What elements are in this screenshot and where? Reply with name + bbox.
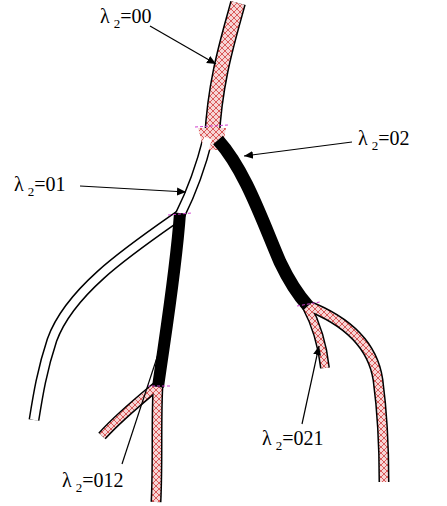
hatched-segment bbox=[212, 3, 238, 138]
black-segment bbox=[218, 140, 308, 306]
symbol: λ bbox=[14, 173, 24, 195]
callout-label: λ2=021 bbox=[262, 426, 323, 450]
value: =01 bbox=[34, 173, 65, 195]
callout-label: λ2=012 bbox=[62, 468, 123, 492]
subscript: 2 bbox=[28, 184, 35, 199]
subscript: 2 bbox=[276, 438, 283, 453]
callout-label: λ2=02 bbox=[358, 126, 409, 150]
subscript: 2 bbox=[372, 138, 379, 153]
boundary-mark bbox=[195, 125, 228, 127]
boundary-mark bbox=[297, 302, 320, 306]
symbol: λ bbox=[358, 127, 368, 149]
callout-label: λ2=00 bbox=[100, 4, 151, 28]
callout-label: λ2=01 bbox=[14, 172, 65, 196]
leader-arrow bbox=[80, 186, 186, 192]
vessel-outline bbox=[212, 3, 238, 138]
symbol: λ bbox=[262, 427, 272, 449]
vessel-outline bbox=[102, 385, 158, 436]
leader-arrow bbox=[122, 324, 168, 464]
black-segment bbox=[158, 213, 180, 387]
hatched-segment bbox=[306, 305, 384, 482]
leader-arrow bbox=[150, 26, 216, 64]
symbol: λ bbox=[62, 469, 72, 491]
subscript: 2 bbox=[76, 480, 83, 495]
hatched-segment bbox=[102, 385, 158, 436]
vessel-outline bbox=[306, 305, 384, 482]
value: =021 bbox=[282, 427, 323, 449]
boundary-mark bbox=[147, 386, 170, 387]
subscript: 2 bbox=[114, 16, 121, 31]
symbol: λ bbox=[100, 5, 110, 27]
boundary-mark bbox=[168, 213, 192, 215]
leader-arrow bbox=[302, 346, 319, 424]
white-segment bbox=[180, 138, 208, 215]
vessel-outline bbox=[180, 138, 208, 215]
leader-arrow bbox=[244, 142, 352, 156]
value: =00 bbox=[120, 5, 151, 27]
value: =012 bbox=[82, 469, 123, 491]
vessel-outline bbox=[156, 385, 158, 502]
hatched-segment bbox=[156, 385, 158, 502]
value: =02 bbox=[378, 127, 409, 149]
